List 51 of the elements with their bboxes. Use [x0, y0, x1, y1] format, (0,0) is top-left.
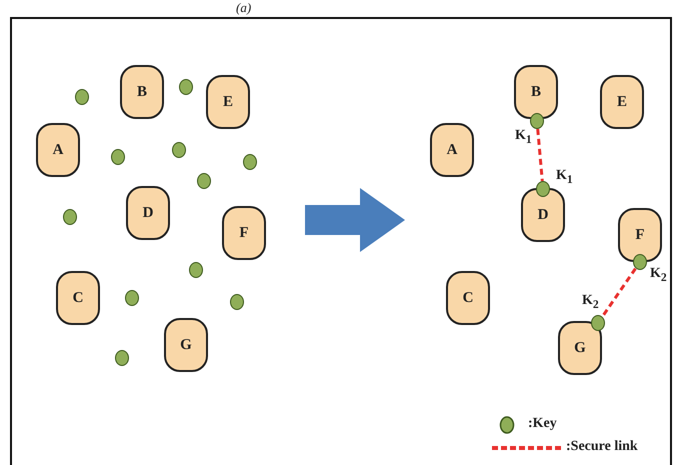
- node-label: B: [136, 84, 147, 100]
- node-label: D: [538, 206, 548, 224]
- key-circle: [230, 294, 244, 310]
- node-label: C: [462, 290, 474, 306]
- node-box: [222, 206, 266, 260]
- node-label: A: [446, 142, 458, 158]
- node-label: E: [222, 94, 233, 110]
- node-box: [600, 75, 644, 129]
- node-label: F: [635, 226, 645, 244]
- node-box: [56, 271, 100, 325]
- node-box: [120, 65, 164, 119]
- key-label: K$_{2}$: [582, 293, 599, 311]
- key-circle: [591, 315, 605, 331]
- key-circle: [189, 262, 203, 278]
- node-box: [514, 65, 558, 119]
- node-box: [618, 208, 662, 262]
- node-box: [430, 123, 474, 177]
- node-box: [126, 186, 170, 240]
- key-circle: [75, 89, 89, 105]
- key-circle: [197, 173, 211, 189]
- key-circle: [63, 209, 77, 225]
- node-label: C: [72, 290, 84, 306]
- legend-text: :Secure link: [566, 439, 638, 455]
- secure-link-line: [536, 128, 544, 182]
- node-label: B: [530, 84, 541, 100]
- node-label: E: [616, 94, 627, 110]
- node-box: [164, 318, 208, 372]
- node-label: G: [574, 340, 586, 356]
- node-box: [446, 271, 490, 325]
- node-box: [521, 188, 565, 242]
- node-box: [36, 123, 80, 177]
- key-label: K$_{1}$: [556, 168, 573, 186]
- figure-caption: (a): [236, 0, 252, 16]
- key-circle: [243, 154, 257, 170]
- node-label: G: [180, 336, 192, 354]
- legend-text: :Key: [528, 416, 557, 432]
- key-circle: [125, 290, 139, 306]
- secure-link-line: [601, 268, 637, 318]
- key-circle: [530, 113, 544, 129]
- node-label: A: [52, 142, 64, 158]
- node-label: F: [239, 224, 249, 242]
- key-label: K$_{1}$: [515, 128, 532, 146]
- key-circle: [172, 142, 186, 158]
- key-circle: [115, 350, 129, 366]
- key-circle: [179, 79, 193, 95]
- key-circle: [111, 149, 125, 165]
- node-label: D: [142, 204, 154, 222]
- node-box: [206, 75, 250, 129]
- key-label: K$_{2}$: [650, 266, 667, 284]
- key-circle: [536, 181, 550, 197]
- node-box: [558, 321, 602, 375]
